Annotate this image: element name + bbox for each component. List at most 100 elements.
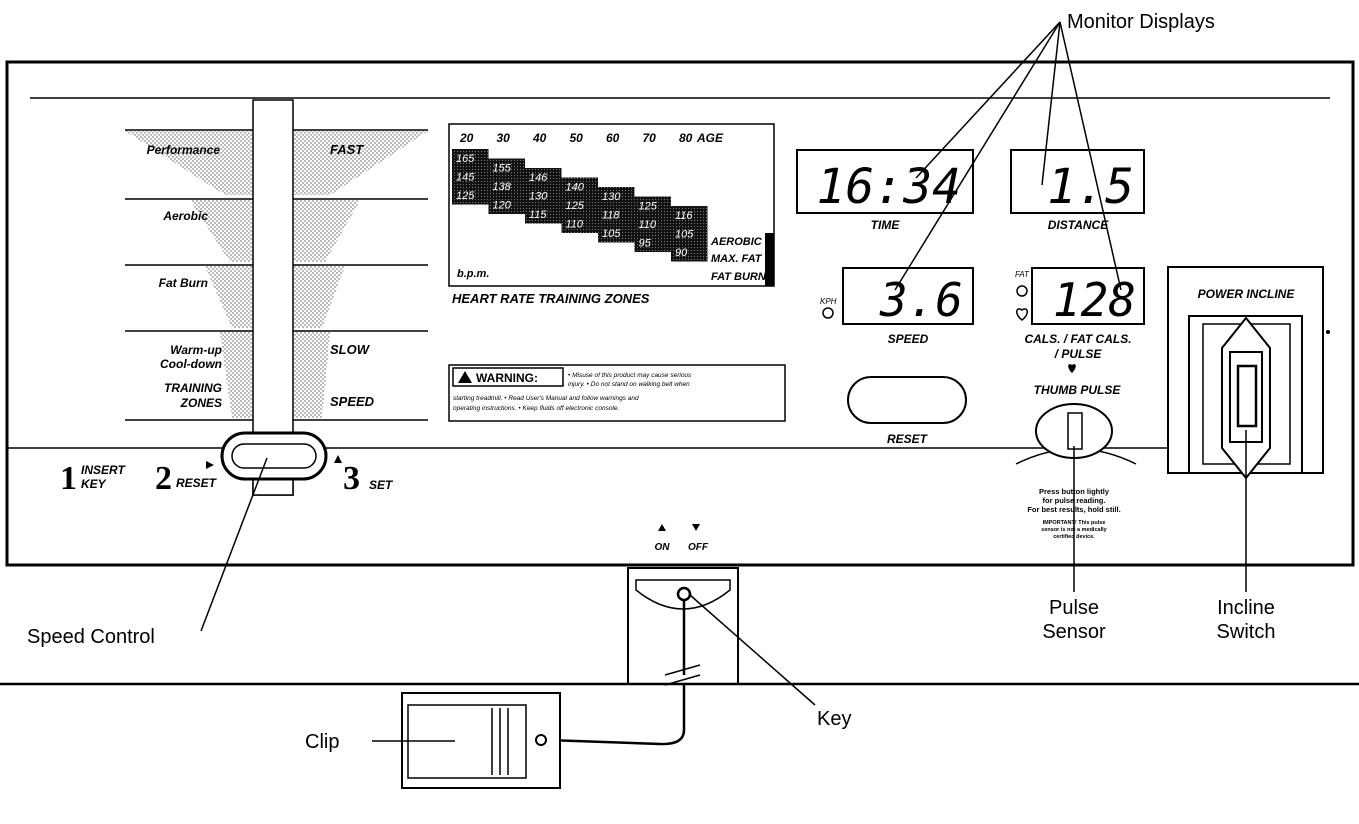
speed-label: SPEED bbox=[888, 332, 929, 346]
chart-cell-maxfat bbox=[671, 224, 708, 243]
chart-value-aerobic: 125 bbox=[639, 201, 658, 213]
chart-cell-fatburn bbox=[671, 243, 708, 262]
chart-value-aerobic: 130 bbox=[602, 191, 621, 203]
time-display bbox=[796, 149, 974, 214]
step-2-arrow bbox=[206, 461, 214, 469]
speed-control-knob[interactable] bbox=[220, 431, 328, 496]
callout-incline-switch-2: Switch bbox=[1217, 621, 1276, 643]
off-arrow-icon bbox=[692, 524, 700, 531]
callout-clip: Clip bbox=[305, 731, 339, 753]
chart-caption: HEART RATE TRAINING ZONES bbox=[452, 291, 650, 306]
fat-label: FAT bbox=[1015, 270, 1030, 279]
chart-value-aerobic: 140 bbox=[566, 182, 585, 194]
thumb-pulse-button[interactable] bbox=[1067, 412, 1083, 450]
step-1-label-a: INSERT bbox=[81, 463, 126, 477]
chart-age-tick: 30 bbox=[497, 131, 511, 145]
incline-switch-rocker[interactable] bbox=[1221, 316, 1271, 480]
chart-value-maxfat: 125 bbox=[566, 200, 585, 212]
chart-value-maxfat: 105 bbox=[675, 229, 694, 241]
callout-monitor-displays: Monitor Displays bbox=[1067, 11, 1215, 33]
chart-age-tick: 50 bbox=[570, 131, 584, 145]
callout-pulse-sensor-2: Sensor bbox=[1042, 621, 1106, 643]
zone-fast: FAST bbox=[330, 142, 364, 157]
chart-value-fatburn: 125 bbox=[456, 190, 475, 202]
chart-cell-maxfat bbox=[598, 205, 635, 224]
zone-slow: SLOW bbox=[330, 342, 371, 357]
step-2-label: RESET bbox=[176, 476, 218, 490]
chart-value-fatburn: 105 bbox=[602, 228, 621, 240]
callout-speed-control: Speed Control bbox=[27, 626, 155, 648]
zones-title-1: TRAINING bbox=[164, 381, 222, 395]
chart-value-maxfat: 138 bbox=[493, 181, 512, 193]
chart-value-maxfat: 145 bbox=[456, 172, 475, 184]
warning-line-1: • Misuse of this product may cause serio… bbox=[568, 372, 692, 379]
chart-value-aerobic: 165 bbox=[456, 153, 475, 165]
chart-cell-maxfat bbox=[525, 186, 562, 205]
chart-cell-fatburn bbox=[561, 214, 598, 233]
fat-indicator-icon bbox=[1016, 285, 1028, 297]
off-label: OFF bbox=[688, 542, 709, 553]
chart-age-label: AGE bbox=[696, 131, 724, 145]
zone-performance: Performance bbox=[147, 143, 221, 157]
chart-cell-aerobic bbox=[452, 149, 489, 168]
chart-value-maxfat: 110 bbox=[639, 219, 657, 231]
chart-cell-fatburn bbox=[525, 205, 562, 224]
thumb-pulse-label: THUMB PULSE bbox=[1034, 383, 1122, 397]
step-1-label-b: KEY bbox=[81, 477, 107, 491]
warning-line-3: starting treadmill. • Read User's Manual… bbox=[453, 395, 639, 402]
chart-age-tick: 20 bbox=[459, 131, 474, 145]
console-panel bbox=[5, 60, 1355, 567]
chart-age-tick: 80 bbox=[679, 131, 693, 145]
cord-break-symbol bbox=[664, 664, 701, 686]
callout-pulse-sensor-1: Pulse bbox=[1049, 597, 1099, 619]
chart-cell-aerobic bbox=[561, 177, 598, 196]
reset-button[interactable] bbox=[847, 376, 967, 424]
heart-rate-chart: 1651551461401301251161451381301251181101… bbox=[448, 123, 775, 287]
callout-leader-lines bbox=[200, 21, 1247, 742]
training-zones-panel bbox=[125, 99, 428, 496]
pulse-heart-icon bbox=[1016, 308, 1028, 321]
chart-value-aerobic: 146 bbox=[529, 172, 548, 184]
chart-value-fatburn: 120 bbox=[493, 200, 512, 212]
chart-age-tick: 40 bbox=[532, 131, 547, 145]
cals-label-2: / PULSE bbox=[1054, 347, 1103, 361]
chart-cell-aerobic bbox=[671, 206, 708, 225]
chart-cell-fatburn bbox=[598, 224, 635, 243]
power-incline-panel bbox=[1167, 266, 1324, 474]
zone-warmup: Warm-up bbox=[170, 343, 222, 357]
chart-value-aerobic: 116 bbox=[675, 210, 693, 222]
distance-value: 1.5 bbox=[1047, 159, 1134, 215]
chart-value-maxfat: 118 bbox=[602, 210, 620, 222]
chart-cell-aerobic bbox=[488, 158, 525, 177]
warning-line-4: operating instructions. • Keep fluids of… bbox=[453, 405, 620, 412]
distance-display bbox=[1010, 149, 1145, 214]
cals-display bbox=[1031, 267, 1145, 325]
chart-value-fatburn: 110 bbox=[566, 219, 584, 231]
console-screw-dot bbox=[1326, 330, 1330, 334]
chart-row-fatburn: FAT BURN bbox=[711, 271, 767, 283]
chart-age-tick: 70 bbox=[643, 131, 657, 145]
chart-cell-aerobic bbox=[598, 187, 635, 206]
zone-aerobic: Aerobic bbox=[162, 209, 208, 223]
zone-speed: SPEED bbox=[330, 394, 375, 409]
reset-label: RESET bbox=[887, 432, 929, 446]
step-3-arrow bbox=[334, 455, 342, 463]
chart-bpm: b.p.m. bbox=[457, 268, 489, 280]
time-value: 16:34 bbox=[817, 159, 962, 215]
chart-row-maxfat: MAX. FAT bbox=[711, 253, 763, 265]
kph-indicator-icon bbox=[822, 307, 834, 319]
chart-cell-aerobic bbox=[525, 168, 562, 187]
chart-value-fatburn: 90 bbox=[675, 247, 688, 259]
key-cord-lower bbox=[546, 685, 686, 746]
safety-key[interactable] bbox=[676, 586, 692, 602]
on-label: ON bbox=[655, 542, 671, 553]
zone-cooldown: Cool-down bbox=[160, 357, 222, 371]
warning-title: WARNING: bbox=[476, 371, 538, 385]
zones-title-2: ZONES bbox=[180, 396, 222, 410]
on-arrow-icon bbox=[658, 524, 666, 531]
step-1-number: 1 bbox=[60, 460, 77, 497]
step-3-label: SET bbox=[369, 478, 394, 492]
chart-value-fatburn: 95 bbox=[639, 238, 652, 250]
chart-cell-maxfat bbox=[452, 167, 489, 186]
step-2-number: 2 bbox=[155, 460, 172, 497]
